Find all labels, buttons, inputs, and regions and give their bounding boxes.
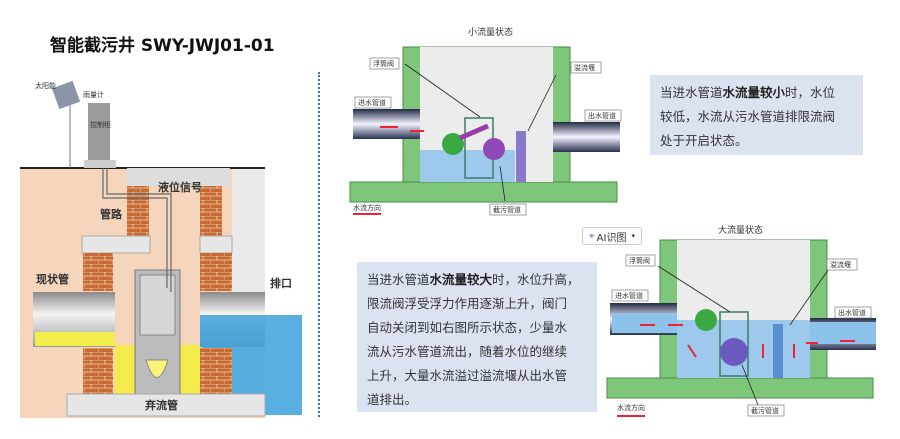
diagram-label: 出水管道 [838,308,866,317]
diagram-label: 溢流堰 [574,63,595,72]
float-ball [442,133,464,155]
large-flow-description: 当进水管道水流量较大时，水位升高， 限流阀浮受浮力作用逐渐上升，阀门 自动关闭到… [357,262,597,412]
chevron-down-icon: ▾ [631,232,635,240]
diagram-label: 溢流堰 [830,260,851,269]
diagram-label: 进水管道 [358,98,386,107]
pipeline [102,168,172,292]
diagram-label: 浮筒阀 [373,59,394,68]
diagram-label: 排口 [270,276,292,290]
outlet-pipe [553,122,620,152]
diagram-label: 大流量状态 [718,224,763,236]
diagram-label: 水流方向 [353,203,381,212]
diagram-label: 现状管 [36,272,69,286]
dotted-divider [318,72,320,417]
diagram-label: 弃流管 [144,398,178,412]
discard-slab [66,393,266,417]
solar-panel [51,80,81,110]
slab [81,235,151,254]
diagram-label: 控制柜 [90,120,111,129]
ai-scan-icon: ⌖ [589,230,595,242]
weir [516,131,526,182]
diagram-label: 截污管道 [493,205,521,214]
diagram-label: 管路 [100,207,123,221]
diagram-label: 太阳能 [35,81,56,90]
inlet-pipe [353,109,420,139]
control-cabinet [88,103,110,160]
diagram-label: 水流方向 [617,403,645,412]
weir [773,324,783,378]
diagram-label: 进水管道 [615,291,643,300]
diagram-label: 浮筒阀 [629,256,650,265]
small-flow-diagram: 小流量状态 浮筒阀 溢流堰 进水管道 出水管道 截污管道 水流方向 [349,26,622,216]
large-flow-diagram: 大流量状态 浮筒阀 溢流堰 进水管道 出水管道 截污管道 水流方向 [606,224,876,417]
page-title: 智能截污井 SWY-JWJ01-01 [50,36,275,56]
diagram-label: 液位信号 [158,180,202,194]
diagram-label: 截污管道 [751,406,779,415]
ai-recognize-button[interactable]: ⌖ AI识图 ▾ [582,227,642,245]
interceptor-well-diagram: 太阳能 雨量计 控制柜 液位信号 管路 现状管 排口 弃流管 [20,80,302,418]
manhole-top [127,168,230,186]
diagram-label: 小流量状态 [468,26,513,38]
diagram-label: 出水管道 [588,111,616,120]
small-flow-description: 当进水管道水流量较小时，水位 较低，水流从污水管道排限流阀 处于开启状态。 [650,75,863,155]
diagram-label: 雨量计 [83,90,104,99]
